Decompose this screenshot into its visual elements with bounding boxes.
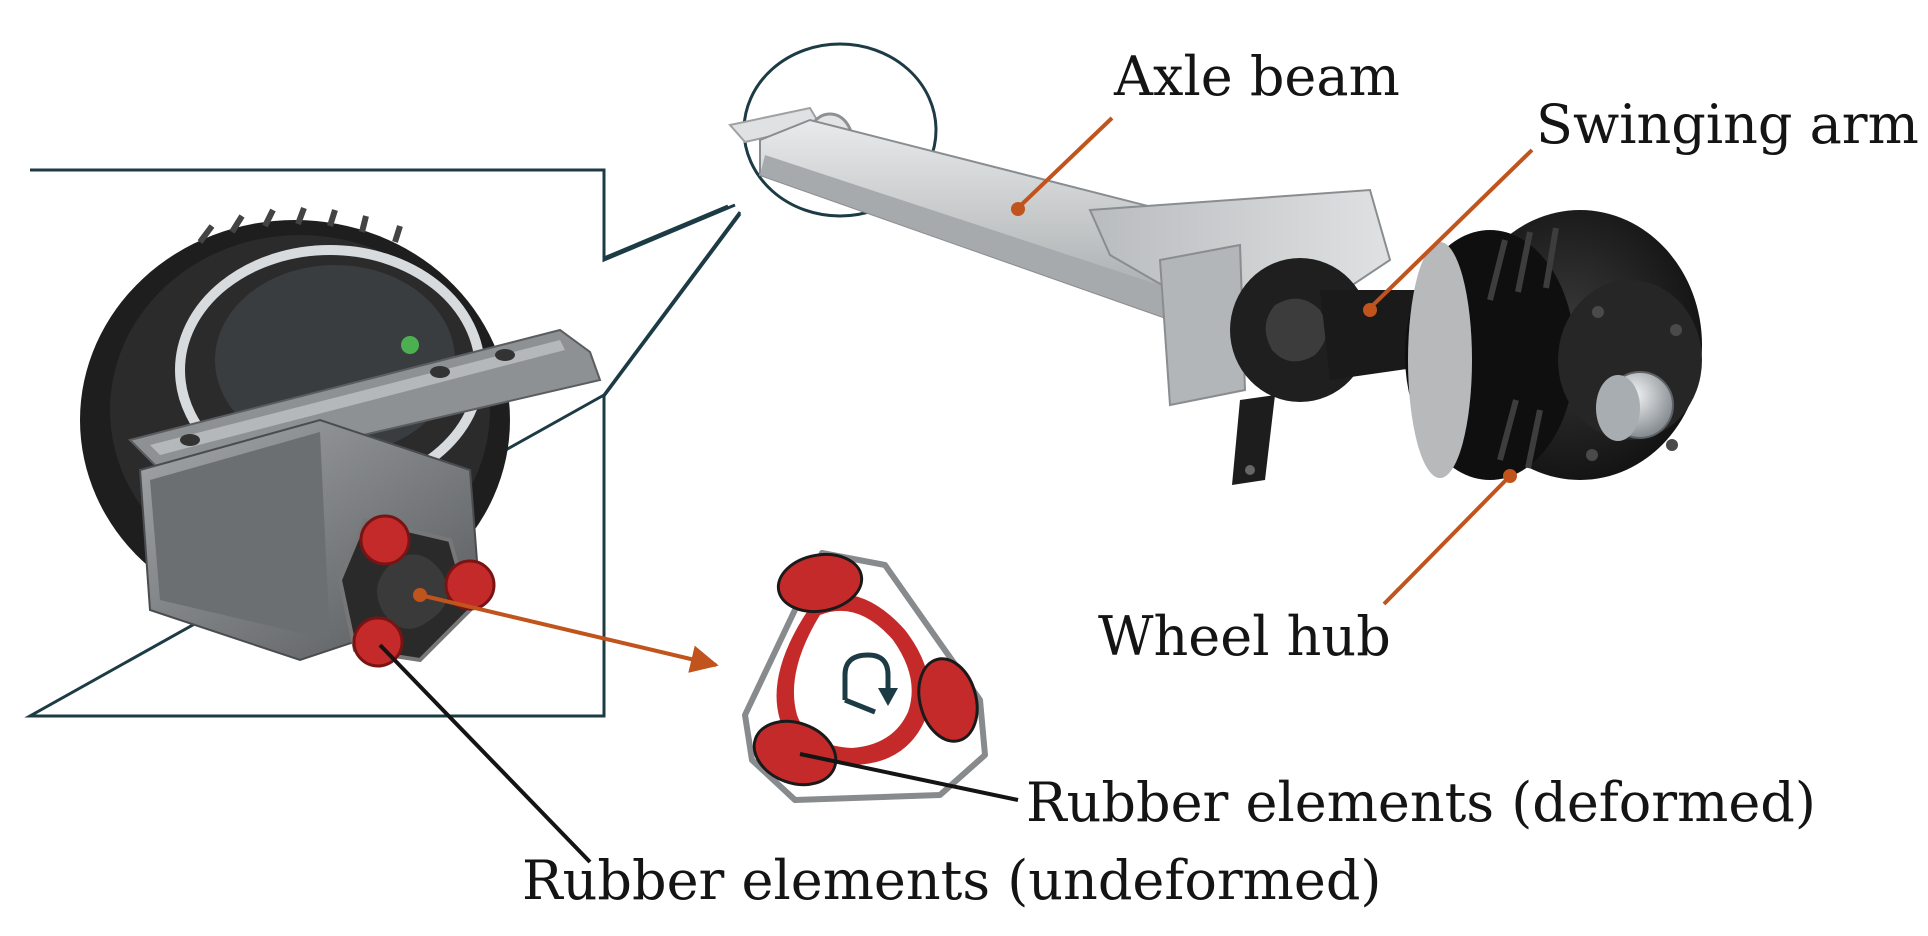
rubber-element-deformed: [776, 552, 864, 614]
wheel-hub-label: Wheel hub: [1098, 605, 1391, 668]
axle-assembly-illustration: [728, 106, 1702, 485]
leader-axle-beam: [1016, 116, 1114, 210]
rubber-elements-deformed-label: Rubber elements (deformed): [1026, 771, 1816, 834]
rubber-element-undeformed: [444, 559, 496, 611]
swinging-arm-label: Swinging arm: [1536, 93, 1919, 156]
arrow-to-cross-section: [419, 593, 719, 673]
rubber-element-undeformed: [359, 514, 411, 566]
callout-connector-upper: [603, 204, 729, 260]
rotation-arrow-icon: [842, 652, 898, 715]
axle-beam-label: Axle beam: [1114, 45, 1400, 108]
leader-lines: [378, 116, 1534, 864]
zoomed-wheel-illustration: [80, 206, 602, 668]
rubber-elements-undeformed-label: Rubber elements (undeformed): [522, 849, 1382, 912]
leader-rubber-deformed: [799, 752, 1019, 802]
rubber-element-deformed: [917, 657, 979, 743]
leader-wheel-hub: [1382, 476, 1510, 606]
callout-connector-lower: [602, 213, 742, 397]
leader-swinging-arm: [1368, 148, 1534, 310]
rubber-element-deformed: [752, 719, 838, 787]
cross-section-deformed: [742, 550, 988, 803]
leader-rubber-undeformed: [378, 643, 592, 864]
